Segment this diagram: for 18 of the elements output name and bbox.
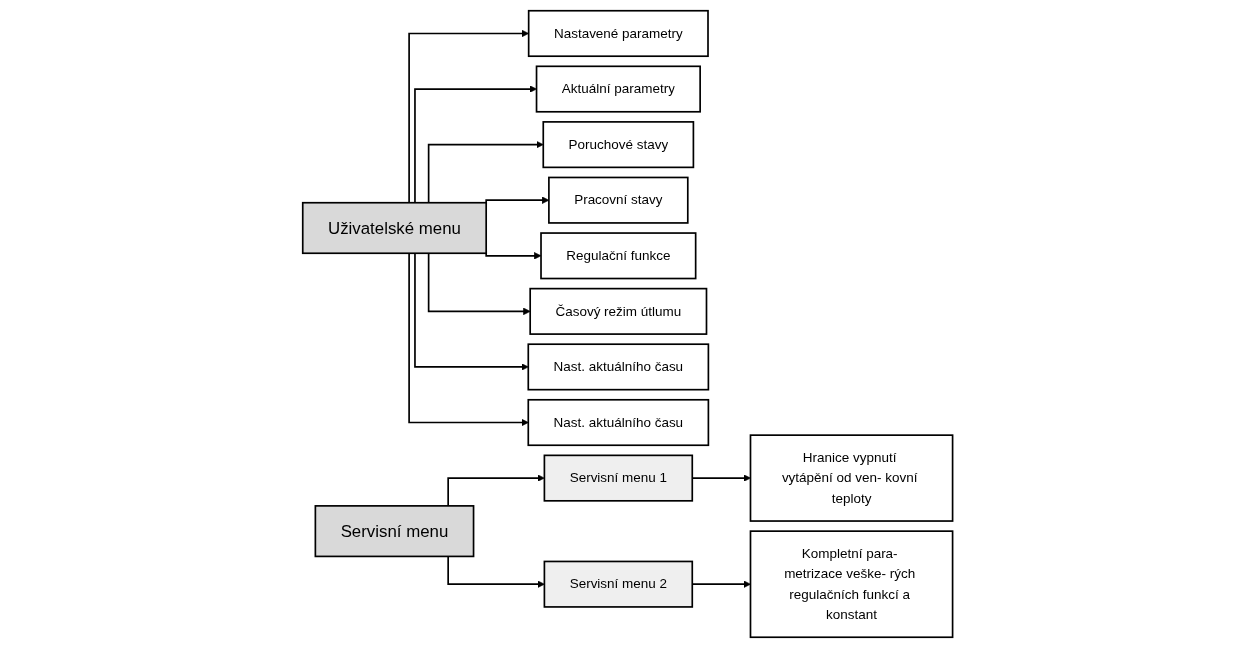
node-box: Servisní menu 1 — [543, 454, 694, 502]
node-box: Pracovní stavy — [548, 176, 689, 224]
node-box: Nastavené parametry — [528, 9, 710, 58]
arrow — [414, 252, 529, 371]
node-box: Nast. aktuálního času — [527, 398, 710, 447]
node-box: Uživatelské menu — [302, 201, 488, 255]
node-box: Servisní menu 2 — [543, 560, 694, 608]
arrow — [428, 140, 544, 204]
node-box: Regulační funkce — [540, 232, 697, 280]
node-box: Hranice vypnutí vytápění od ven- kovní teploty — [750, 434, 954, 522]
node-box: Poruchové stavy — [542, 121, 695, 169]
node-box: Aktuální parametry — [536, 65, 702, 113]
node-box: Nast. aktuálního času — [527, 343, 710, 391]
arrow — [408, 252, 529, 427]
node-box: Servisní menu — [314, 505, 475, 558]
node-box: Časový režim útlumu — [529, 287, 708, 335]
node-box: Kompletní para- metrizace veške- rých regulačních funkcí a konstant — [750, 530, 954, 639]
arrow — [428, 252, 531, 316]
